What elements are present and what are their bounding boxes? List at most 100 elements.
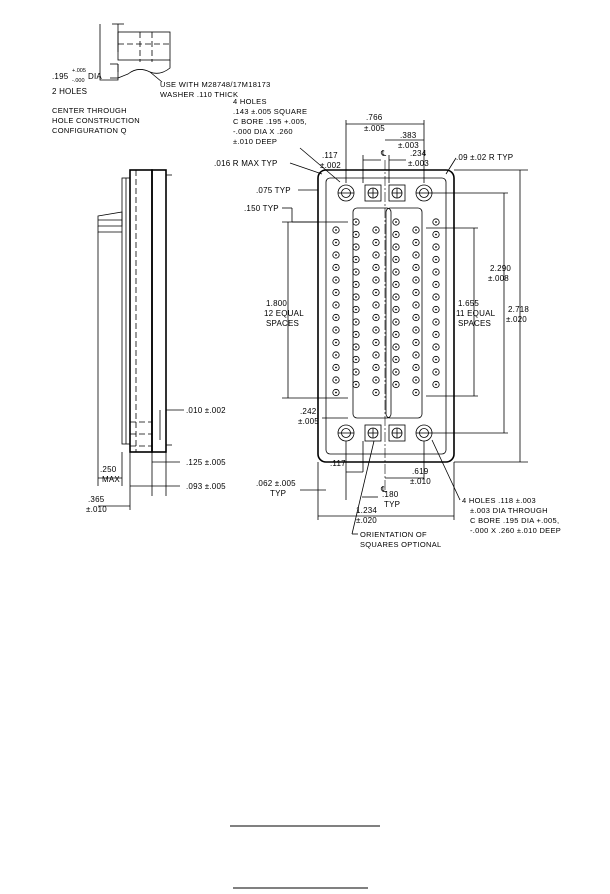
contact-pin [372,226,380,234]
contact-pin-center [395,258,397,261]
dim-766: .766 [366,113,383,122]
contact-pin-center [435,221,437,223]
contact-grid [332,218,440,397]
contact-pin-center [435,333,437,336]
dim-1655: 1.655 [458,299,479,308]
dim-234-tol: ±.003 [408,159,429,168]
washer-note-1: USE WITH M28748/17M18173 [160,80,271,89]
contact-pin [412,226,420,234]
contact-pin [392,268,400,276]
dim-365-tol: ±.010 [86,505,107,514]
contact-pin [432,280,440,289]
contact-pin [332,276,340,284]
contact-pin-center [375,379,377,381]
contact-pin [332,288,340,297]
contact-pin [332,388,340,397]
contact-pin-center [375,304,377,306]
contact-pin-center [435,233,437,236]
contact-pin [332,238,340,247]
contact-pin-center [355,308,357,311]
contact-pin-center [335,391,337,394]
contact-pin-center [395,271,397,273]
contact-pin-center [415,266,417,269]
dim-619: .619 [412,467,429,476]
contact-pin-center [375,291,377,294]
contact-pin-center [335,341,337,344]
dim-2718: 2.718 [508,305,529,314]
contact-pin [372,388,380,397]
hole-detail: .195 +.005 -.000 DIA 2 HOLES USE WITH M2… [52,23,271,135]
contact-pin-center [435,321,437,323]
dia-suffix: DIA [88,72,102,81]
dim-1800-l3: SPACES [266,319,299,328]
contact-pin [412,301,420,309]
front-dimensions: .766 ±.005 .383 ±.003 ℄ .117 ±.002 .234 … [214,113,529,525]
contact-pin-center [355,358,357,361]
contact-pin [332,226,340,234]
centerline-top: ℄ [380,149,387,158]
contact-pin-center [435,308,437,311]
contact-pin [332,301,340,309]
contact-pin [372,326,380,334]
contact-pin [432,343,440,351]
contact-pin [392,343,400,351]
contact-pin-center [375,266,377,269]
contact-pin-center [335,316,337,319]
svg-text:±.010 DEEP: ±.010 DEEP [233,137,277,146]
contact-pin-center [355,296,357,298]
contact-pin-center [375,254,377,256]
contact-pin-center [395,296,397,298]
contact-pin-center [415,229,417,231]
contact-pin-center [435,271,437,273]
dim-117-bottom: .117 [330,459,346,468]
contact-pin-center [335,304,337,306]
contact-pin-center [415,354,417,356]
contact-pin-center [395,383,397,386]
washer-note-2: WASHER .110 THICK [160,90,238,99]
contact-pin [412,238,420,247]
contact-pin [352,230,360,239]
contact-pin [332,263,340,272]
contact-pin-center [435,258,437,261]
contact-pin [392,218,400,226]
contact-pin-center [415,291,417,294]
contact-pin-center [395,221,397,223]
contact-pin [392,293,400,301]
contact-pin-center [335,241,337,244]
svg-text:±.003 DIA THROUGH: ±.003 DIA THROUGH [470,506,548,515]
contact-pin [352,318,360,326]
contact-pin [372,363,380,372]
dim-383-tol: ±.003 [398,141,419,150]
contact-pin [392,368,400,376]
contact-pin [432,255,440,264]
contact-pin-center [435,246,437,248]
contact-pin-center [435,296,437,298]
contact-pin-center [355,221,357,223]
contact-pin [392,305,400,314]
contact-pin [372,288,380,297]
dia-value: .195 [52,72,69,81]
contact-pin [372,301,380,309]
contact-pin [392,255,400,264]
contact-pin [372,376,380,384]
contact-pin [412,351,420,359]
contact-pin [352,255,360,264]
contact-pin [332,376,340,384]
dim-2718-tol: ±.020 [506,315,527,324]
contact-pin [392,355,400,364]
contact-pin-center [355,258,357,261]
dim-2290-tol: ±.008 [488,274,509,283]
contact-pin-center [335,254,337,256]
contact-pin [432,318,440,326]
contact-pin [412,263,420,272]
contact-pin [372,313,380,322]
svg-text:4 HOLES: 4 HOLES [233,97,267,106]
contact-pin-center [435,358,437,361]
contact-pin-center [435,346,437,348]
contact-pin-center [375,279,377,281]
contact-pin [432,293,440,301]
contact-pin-center [415,316,417,319]
contact-pin [412,313,420,322]
dim-383: .383 [400,131,417,140]
contact-pin-center [415,279,417,281]
